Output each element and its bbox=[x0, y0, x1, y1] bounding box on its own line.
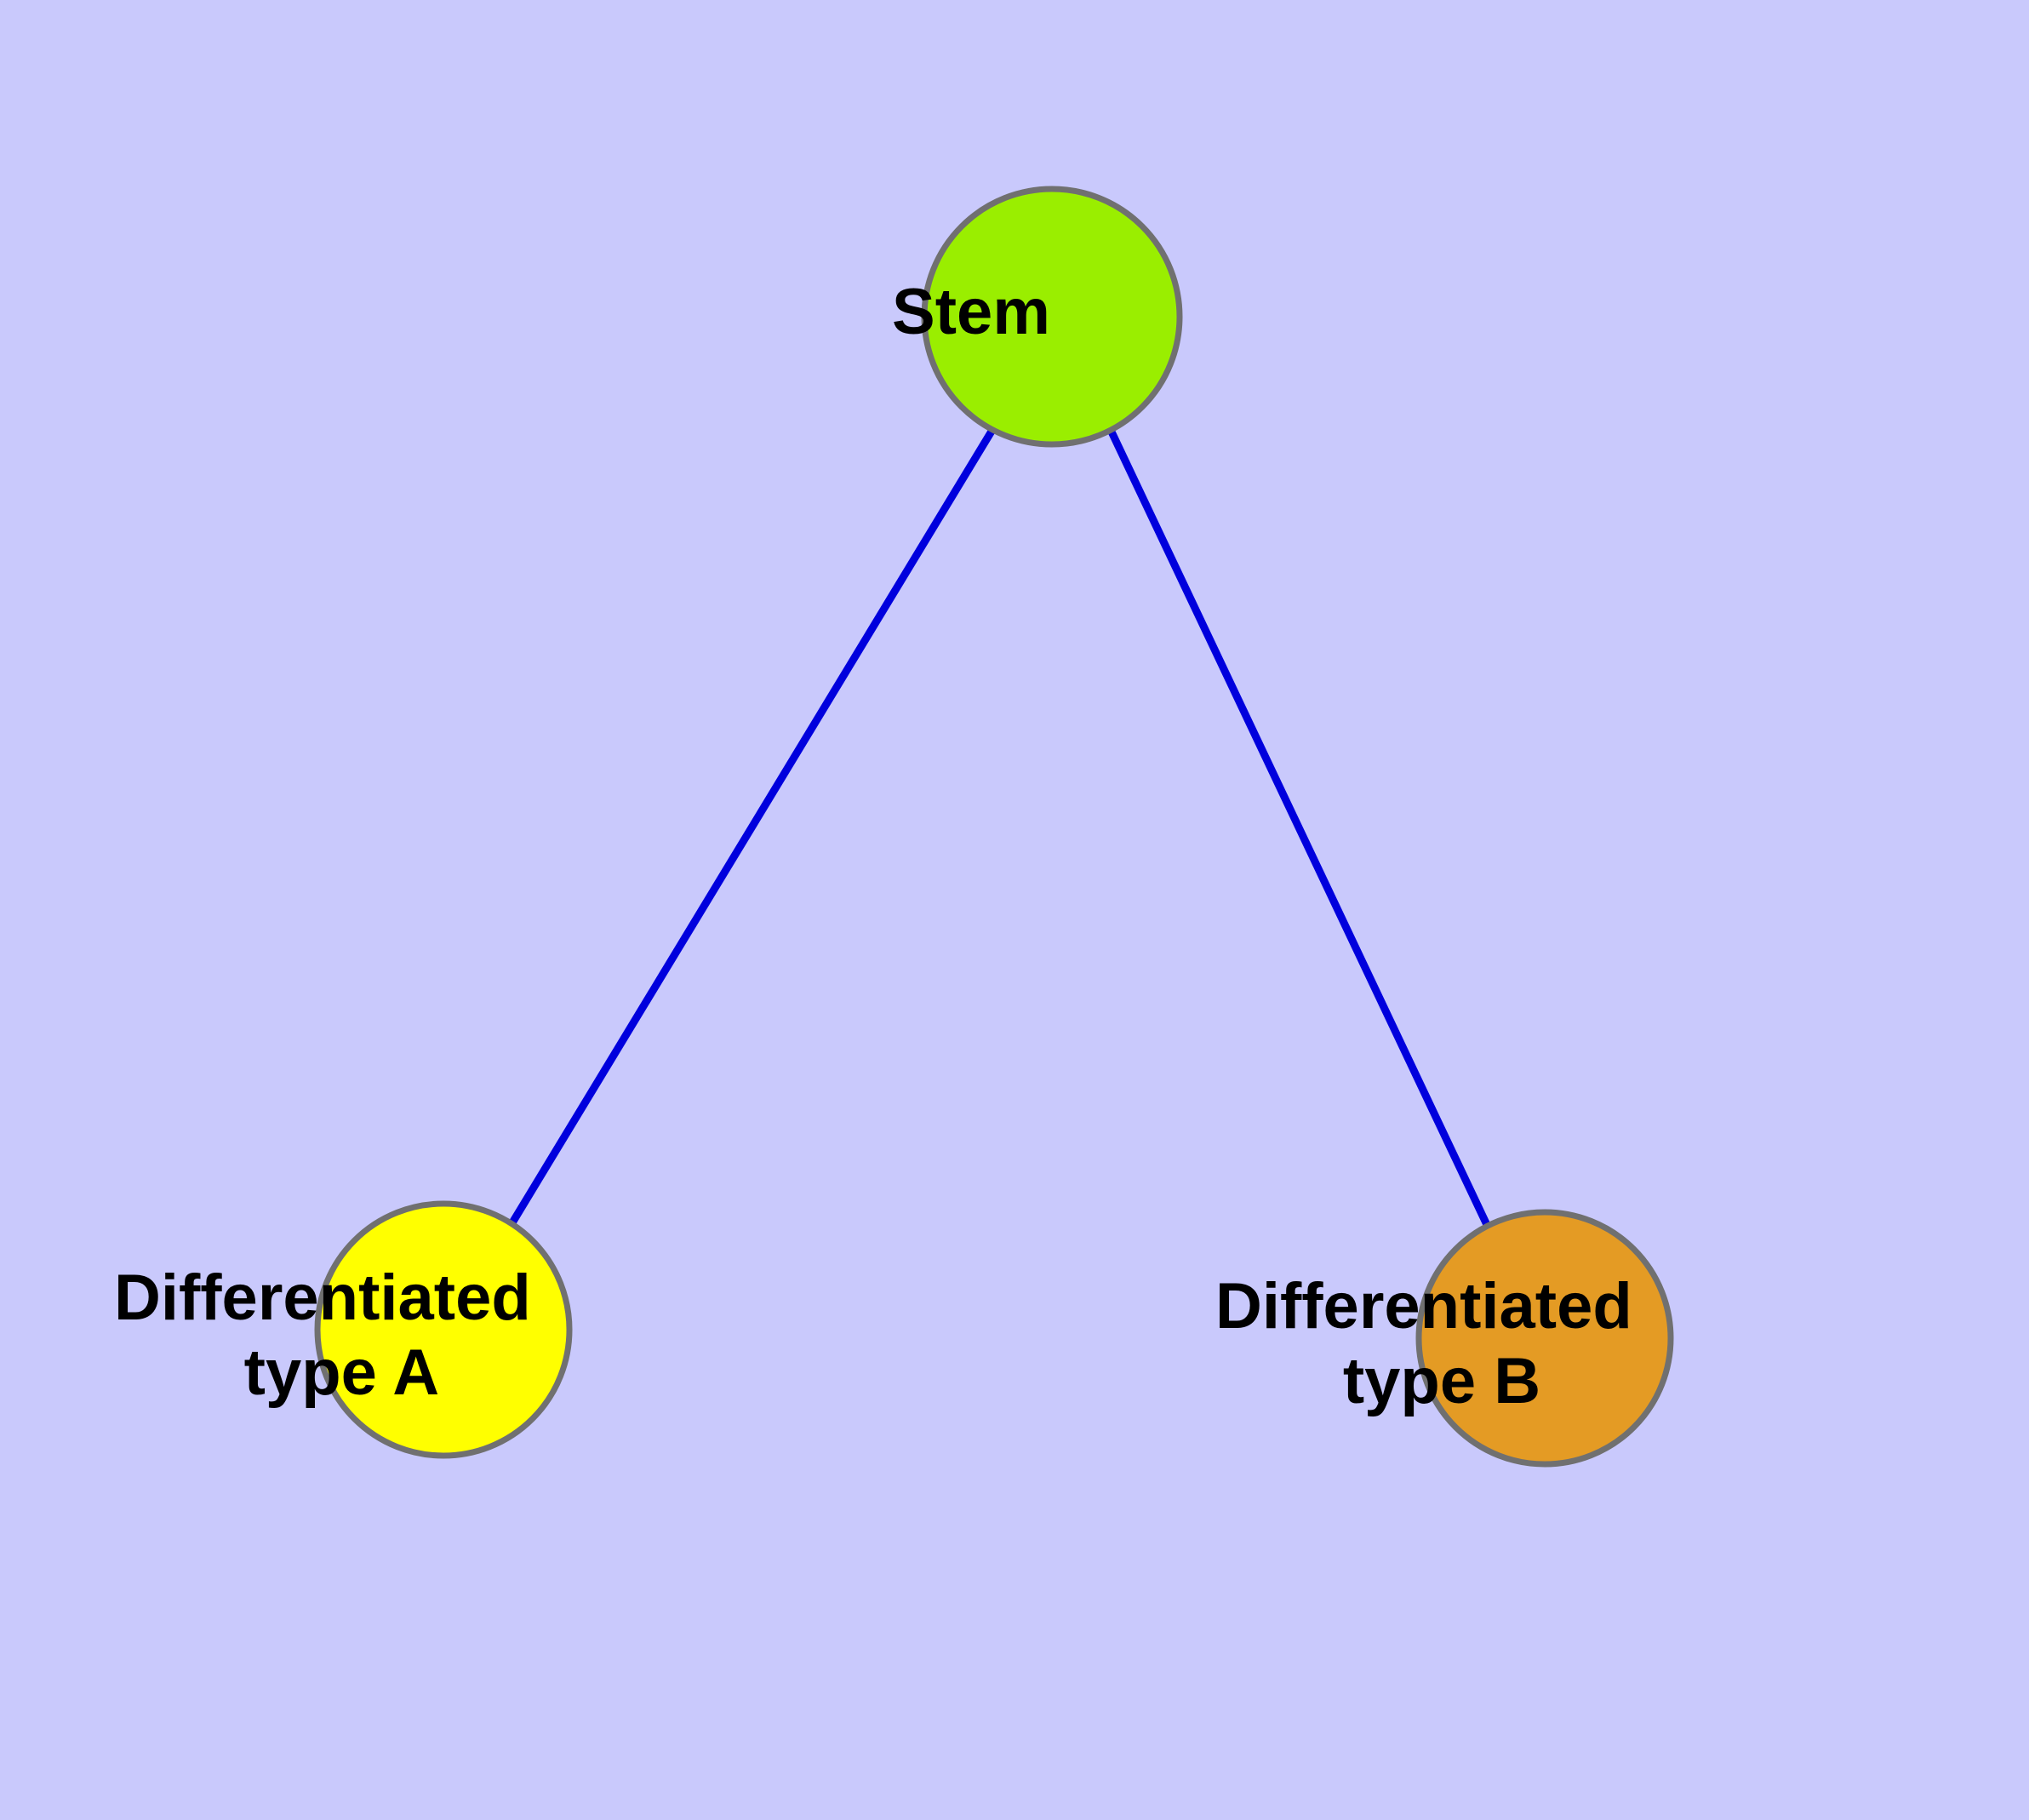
node-diff-a[interactable]: Differentiated type A bbox=[114, 1200, 729, 1459]
node-stem-label-line-1: Stem bbox=[892, 276, 1050, 348]
edge-stem-to-diff-a[interactable] bbox=[508, 427, 996, 1227]
edges-group bbox=[508, 426, 1493, 1230]
node-diff-b-label-line-1: Differentiated bbox=[1215, 1270, 1632, 1342]
node-stem-label: Stem bbox=[892, 276, 1212, 348]
node-diff-b-label: Differentiated type B bbox=[1215, 1270, 1830, 1417]
node-diff-b-circle[interactable] bbox=[1415, 1209, 1674, 1468]
node-diff-b[interactable]: Differentiated type B bbox=[1215, 1209, 1830, 1468]
node-stem[interactable]: Stem bbox=[892, 186, 1212, 448]
node-diff-a-label-line-1: Differentiated bbox=[114, 1262, 531, 1334]
nodes-group: Stem Differentiated type A Differentiate… bbox=[114, 186, 1830, 1468]
node-diff-a-label: Differentiated type A bbox=[114, 1262, 729, 1409]
node-diff-a-label-line-2: type A bbox=[244, 1336, 438, 1409]
node-diff-b-label-line-2: type B bbox=[1343, 1345, 1540, 1417]
edge-stem-to-diff-b[interactable] bbox=[1106, 426, 1493, 1230]
node-diff-a-circle[interactable] bbox=[314, 1200, 573, 1459]
node-stem-circle[interactable] bbox=[921, 186, 1183, 448]
